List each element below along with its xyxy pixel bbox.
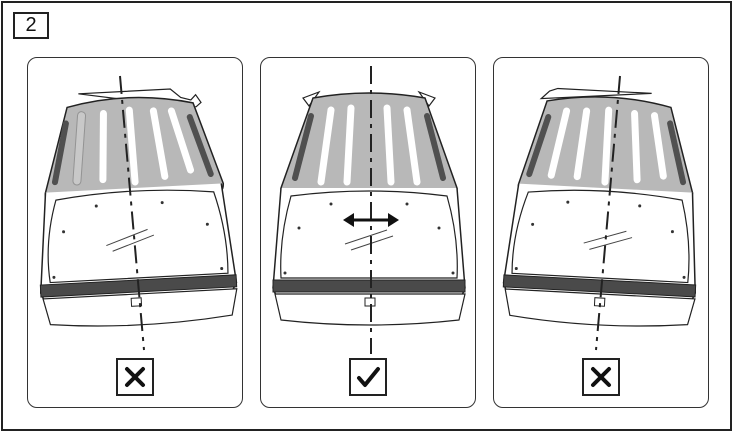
vehicle-top-view-right xyxy=(502,75,697,351)
centerline xyxy=(595,75,621,351)
bumper-strip xyxy=(502,274,697,298)
vehicle-top-view-center xyxy=(272,66,466,354)
cross-icon xyxy=(591,367,611,387)
vehicle-body xyxy=(272,90,466,326)
panel-correct-center xyxy=(260,57,476,408)
roof-area xyxy=(280,92,458,199)
panel-incorrect-right xyxy=(493,57,709,408)
vehicle-body xyxy=(39,88,238,327)
panel-incorrect-left xyxy=(27,57,243,408)
vehicle-body xyxy=(502,87,697,327)
centerline xyxy=(119,75,145,351)
vehicle-top-view-left xyxy=(39,75,238,351)
step-number-box: 2 xyxy=(13,12,49,39)
double-arrow-icon xyxy=(343,213,399,227)
bumper-strip xyxy=(272,279,466,293)
rack-bar xyxy=(526,114,552,178)
cross-icon xyxy=(125,367,145,387)
rack-bar xyxy=(51,120,69,186)
rack-bar xyxy=(292,113,314,181)
check-icon xyxy=(357,367,380,387)
mark-box xyxy=(349,358,387,396)
mark-box xyxy=(116,358,154,396)
mark-box xyxy=(582,358,620,396)
